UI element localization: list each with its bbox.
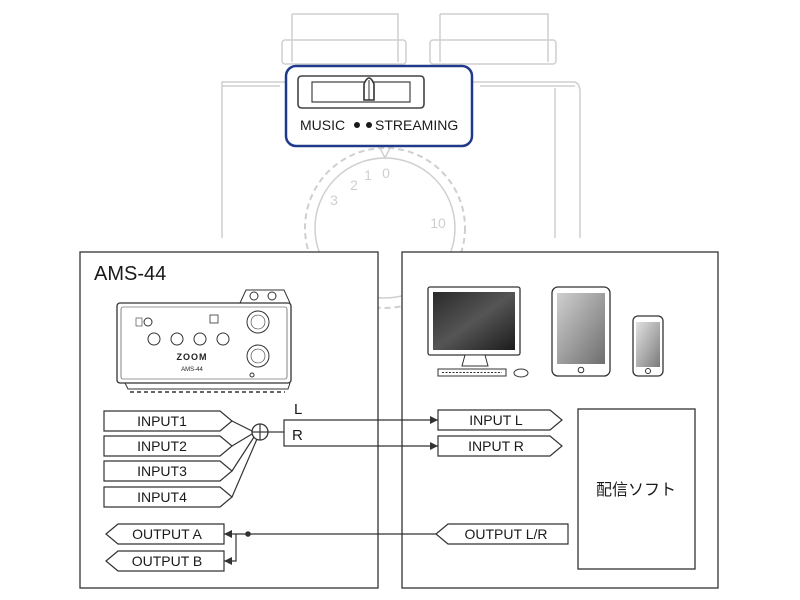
output-a-tag: OUTPUT A xyxy=(105,523,225,545)
left-channel-label: L xyxy=(294,401,302,418)
output-b-label: OUTPUT B xyxy=(132,553,203,569)
music-label: MUSIC xyxy=(300,117,345,133)
input-1-label: INPUT1 xyxy=(137,413,187,429)
knob-scale-mark: 2 xyxy=(350,177,358,193)
input-l-tag: INPUT L xyxy=(437,409,563,431)
mixer-summing-node xyxy=(251,423,269,441)
streaming-software-label: 配信ソフト xyxy=(596,481,676,499)
ams-44-device-illustration xyxy=(116,289,292,393)
input-3-label: INPUT3 xyxy=(137,463,187,479)
input-4-tag: INPUT4 xyxy=(103,486,233,508)
streaming-indicator-dot xyxy=(366,122,372,128)
device-model-label: AMS-44 xyxy=(181,367,203,373)
input-1-tag: INPUT1 xyxy=(103,410,233,432)
mode-switch-lever[interactable] xyxy=(363,77,375,101)
ams-panel-title: AMS-44 xyxy=(94,263,166,285)
output-a-label: OUTPUT A xyxy=(132,526,202,542)
tablet-icon xyxy=(551,286,611,377)
input-r-tag: INPUT R xyxy=(437,435,563,457)
input-2-label: INPUT2 xyxy=(137,438,187,454)
smartphone-icon xyxy=(632,315,664,377)
knob-scale-mark: 0 xyxy=(382,165,390,181)
mode-switch-callout: MUSIC STREAMING xyxy=(284,64,474,148)
knob-scale-mark: 10 xyxy=(430,215,446,231)
knob-scale-mark: 1 xyxy=(364,167,372,183)
input-r-label: INPUT R xyxy=(468,438,524,454)
streaming-label: STREAMING xyxy=(375,117,458,133)
output-lr-tag: OUTPUT L/R xyxy=(435,523,569,545)
desktop-computer-icon xyxy=(427,286,529,378)
connection-arrowheads xyxy=(224,416,438,565)
input-2-tag: INPUT2 xyxy=(103,435,233,457)
mix-bus-lines xyxy=(231,420,258,498)
knob-scale: 3 2 1 0 10 xyxy=(330,165,446,231)
input-4-label: INPUT4 xyxy=(137,489,187,505)
device-top-illustration xyxy=(221,13,581,309)
input-l-label: INPUT L xyxy=(469,412,523,428)
output-split-node xyxy=(245,531,251,537)
knob-scale-mark: 3 xyxy=(330,192,338,208)
computer-panel: INPUT L INPUT R OUTPUT L/R 配信ソフト xyxy=(401,251,719,589)
output-b-tag: OUTPUT B xyxy=(105,550,225,572)
streaming-software-box: 配信ソフト xyxy=(577,408,696,570)
right-channel-label: R xyxy=(292,427,303,444)
device-brand-label: ZOOM xyxy=(177,352,208,362)
output-lr-label: OUTPUT L/R xyxy=(465,526,548,542)
music-indicator-dot xyxy=(354,122,360,128)
input-3-tag: INPUT3 xyxy=(103,460,233,482)
